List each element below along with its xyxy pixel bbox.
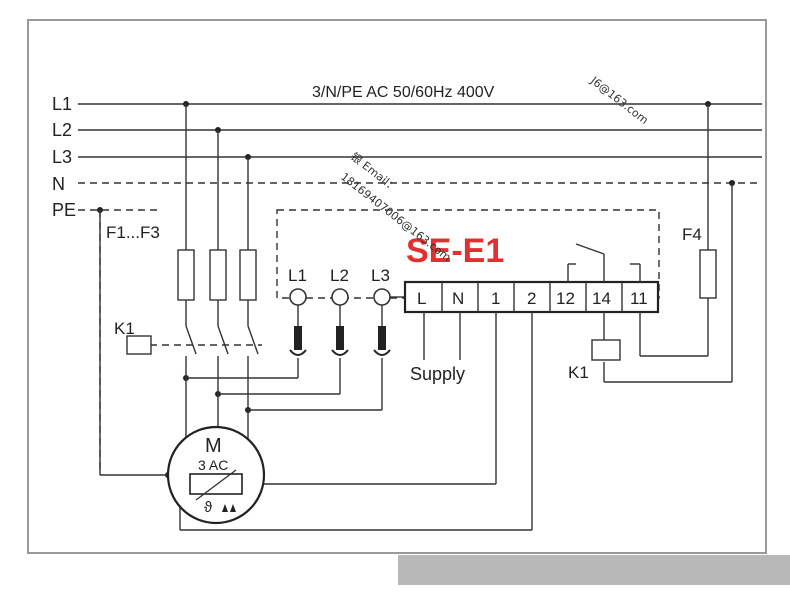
relay-contact	[567, 243, 641, 282]
sensing-wires	[186, 358, 383, 411]
contactor-label-right: K1	[568, 363, 589, 382]
motor-sensor: ϑ	[204, 499, 213, 516]
supply-rating: 3/N/PE AC 50/60Hz 400V	[312, 84, 495, 101]
diagram-frame	[27, 19, 767, 554]
contactor-coil-left	[126, 335, 152, 355]
bus-lines	[78, 103, 762, 211]
terminal-n: N	[452, 289, 464, 308]
terminal-block	[403, 280, 660, 314]
contactor-coil-right	[591, 339, 621, 361]
terminal-14: 14	[592, 289, 611, 308]
phase-drops	[150, 104, 262, 440]
input-terminal-label-l2: L2	[330, 266, 349, 285]
terminal-l: L	[417, 289, 426, 308]
terminal-12: 12	[556, 289, 575, 308]
motor-type: 3 AC	[198, 457, 228, 473]
motor	[166, 425, 266, 525]
line-label-n: N	[52, 174, 65, 194]
sensor-arrows-icon	[222, 504, 236, 512]
supply-wires	[423, 312, 461, 360]
fuse-group-label: F1...F3	[106, 223, 160, 242]
gray-bar	[398, 555, 790, 585]
line-label-pe: PE	[52, 200, 76, 220]
terminal-1: 1	[491, 289, 500, 308]
watermark-top: J6@163.com	[587, 74, 650, 127]
line-label-l2: L2	[52, 120, 72, 140]
fuse-f3	[239, 249, 257, 301]
device-name: SE-E1	[406, 232, 504, 270]
current-sensors	[289, 326, 391, 356]
contactor-label-left: K1	[114, 319, 135, 338]
supply-label: Supply	[410, 364, 465, 384]
input-terminal-label-l3: L3	[371, 266, 390, 285]
sensor-wires	[179, 312, 533, 531]
terminal-11: 11	[630, 289, 648, 308]
terminal-2: 2	[527, 289, 536, 308]
motor-symbol: M	[205, 435, 222, 457]
fuse-single-label: F4	[682, 225, 702, 244]
fuse-f1	[177, 249, 195, 301]
line-label-l3: L3	[52, 147, 72, 167]
input-terminal-circles	[289, 288, 405, 326]
line-label-l1: L1	[52, 94, 72, 114]
control-wiring	[603, 104, 733, 383]
fuse-f4	[699, 249, 717, 299]
input-terminal-label-l1: L1	[288, 266, 307, 285]
fuse-f2	[209, 249, 227, 301]
